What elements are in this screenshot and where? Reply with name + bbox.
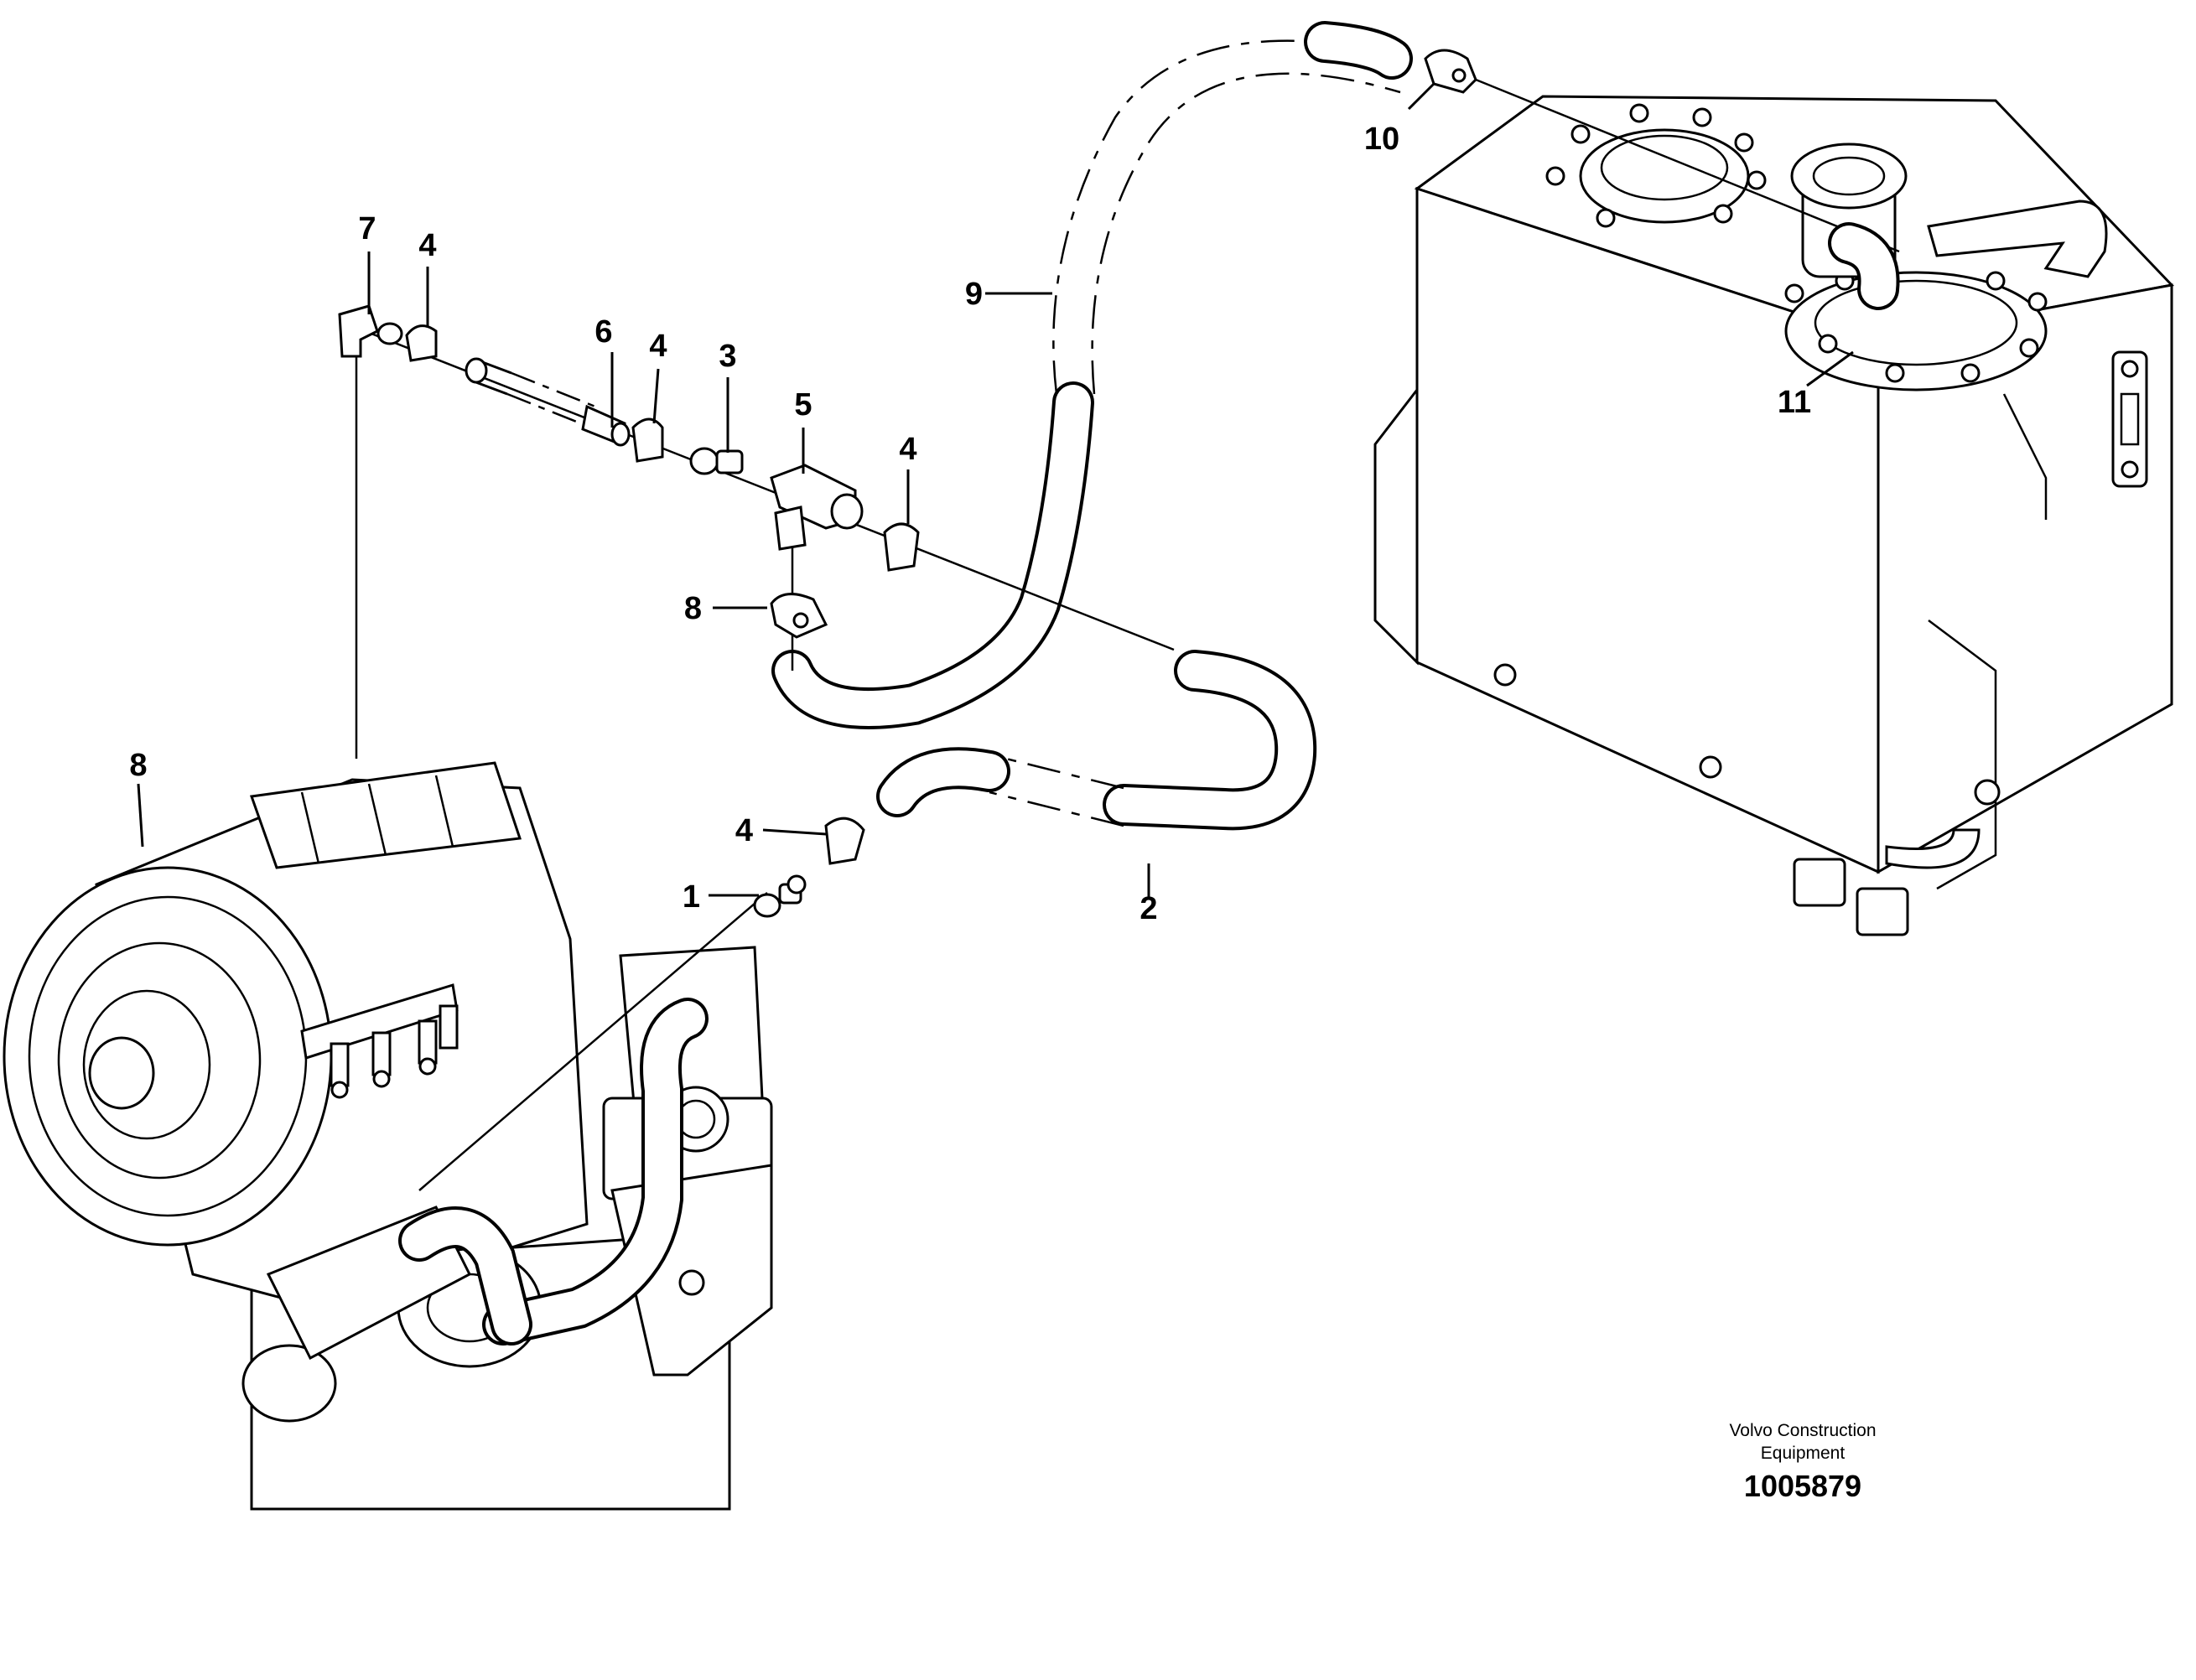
company-name-line1: Volvo Construction	[1729, 1421, 1876, 1440]
company-name-line2: Equipment	[1761, 1444, 1846, 1463]
leader-lines	[137, 82, 1854, 897]
callout-4-right: 4	[899, 432, 916, 467]
drawing-footer: Volvo Construction Equipment 1005879	[1729, 1421, 1876, 1503]
callout-4-top-left: 4	[418, 228, 436, 263]
callout-3: 3	[719, 339, 736, 374]
hydraulic-tank	[1373, 95, 2174, 936]
callout-4-lower: 4	[735, 813, 753, 848]
tank-bolts	[1545, 103, 2048, 383]
callout-8-transmission: 8	[129, 748, 147, 783]
hose-2	[876, 650, 1317, 831]
callout-labels: 7 4 6 4 3 5 4 8 8 9 10 11 4 1 2	[129, 122, 1811, 926]
transmission	[3, 761, 773, 1511]
callout-10: 10	[1364, 122, 1399, 157]
callout-7: 7	[358, 211, 376, 246]
hose-9	[771, 21, 1413, 729]
callout-11: 11	[1778, 385, 1811, 420]
callout-5: 5	[794, 387, 812, 423]
callout-8-tee: 8	[684, 591, 702, 626]
drawing-number: 1005879	[1744, 1469, 1861, 1503]
callout-1: 1	[683, 879, 700, 915]
callout-6: 6	[594, 314, 612, 350]
callout-9: 9	[965, 277, 983, 312]
callout-4-mid: 4	[649, 329, 667, 364]
callout-2: 2	[1140, 891, 1157, 926]
fitting-assembly	[338, 49, 1900, 1191]
